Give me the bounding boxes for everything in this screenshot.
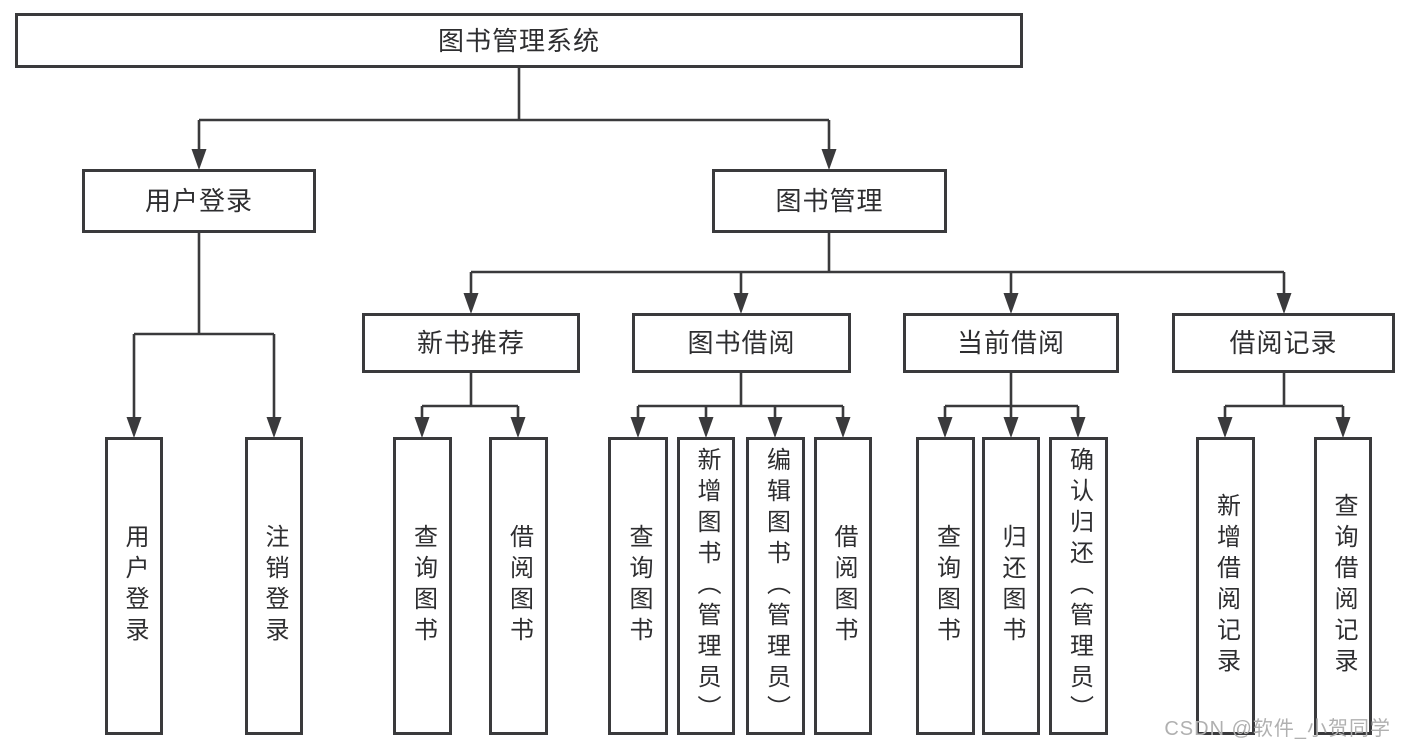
- leaf-confirm-return-admin: 确认归还（管理员）: [1049, 437, 1108, 735]
- leaf-user-login: 用户登录: [105, 437, 163, 735]
- leaf-add-book-admin: 新增图书（管理员）: [677, 437, 735, 735]
- node-library-system: 图书管理系统: [15, 13, 1023, 68]
- leaf-return-book: 归还图书: [982, 437, 1040, 735]
- node-current-borrowing: 当前借阅: [903, 313, 1119, 373]
- node-new-book-recommend: 新书推荐: [362, 313, 580, 373]
- node-book-borrowing: 图书借阅: [632, 313, 851, 373]
- leaf-query-book-borrowing: 查询图书: [608, 437, 668, 735]
- watermark: CSDN @软件_小贺同学: [1164, 718, 1391, 740]
- leaf-borrow-book-recommend: 借阅图书: [489, 437, 548, 735]
- node-borrow-records: 借阅记录: [1172, 313, 1395, 373]
- node-book-management: 图书管理: [712, 169, 947, 233]
- leaf-borrow-book: 借阅图书: [814, 437, 872, 735]
- node-user-login: 用户登录: [82, 169, 316, 233]
- leaf-logout-login: 注销登录: [245, 437, 303, 735]
- leaf-query-book-recommend: 查询图书: [393, 437, 452, 735]
- leaf-edit-book-admin: 编辑图书（管理员）: [746, 437, 805, 735]
- leaf-query-borrow-record: 查询借阅记录: [1314, 437, 1372, 735]
- leaf-query-book-current: 查询图书: [916, 437, 975, 735]
- leaf-add-borrow-record: 新增借阅记录: [1196, 437, 1255, 735]
